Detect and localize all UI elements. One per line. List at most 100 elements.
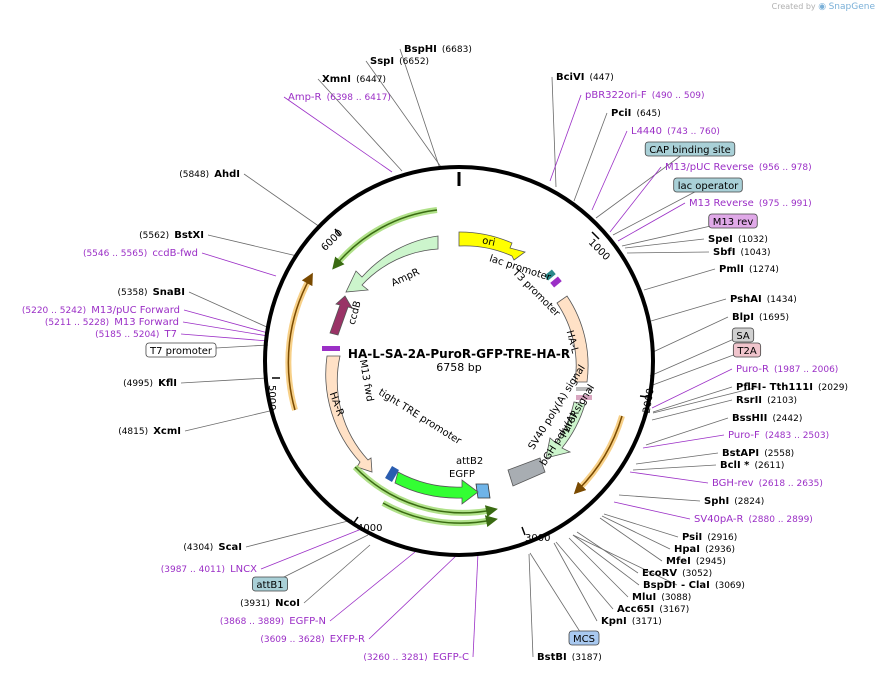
leader-bstxi xyxy=(207,234,298,257)
leader-lines xyxy=(180,48,759,658)
enzyme-pshai: PshAI (1434) xyxy=(730,287,797,306)
leader-sv40pa-r xyxy=(613,501,691,520)
leader-pflfi xyxy=(652,386,733,413)
leader-acc65i xyxy=(555,541,614,610)
leader-pmli xyxy=(643,268,716,291)
primer-exfp-r: (3609 .. 3628) EXFP-R xyxy=(260,627,365,646)
feature-box-mcs: MCS xyxy=(573,634,595,645)
feature-puror xyxy=(545,401,586,459)
tick-1000: 1000 xyxy=(586,237,612,263)
leader-bsphi xyxy=(399,48,440,167)
enzyme-scai: (4304) ScaI xyxy=(183,535,242,554)
leader-l4440 xyxy=(591,130,628,211)
enzyme-rsrii: RsrII (2103) xyxy=(736,388,797,407)
feature-box-bg-t2a xyxy=(732,342,762,358)
leader-mfei xyxy=(599,517,663,562)
enzyme-bsshii: BssHII (2442) xyxy=(732,406,802,425)
primer-l4440: L4440 (743 .. 760) xyxy=(631,119,720,138)
enzyme-hpai: HpaI (2936) xyxy=(674,537,735,556)
enzyme-pmli: PmlI (1274) xyxy=(719,257,779,276)
primer-pbr322ori-f: pBR322ori-F (490 .. 509) xyxy=(585,83,705,102)
enzyme-mlui: MluI (3088) xyxy=(632,585,691,604)
leader-lncx xyxy=(260,527,365,570)
feature-ampr xyxy=(345,235,439,293)
enzyme-pflfi: PflFI xyxy=(736,382,761,393)
leader-amp-r xyxy=(283,96,393,173)
enzyme-ncoi: (3931) NcoI xyxy=(240,591,300,610)
primer-t7: (5185 .. 5204) T7 xyxy=(95,322,177,341)
leader-egfp-c xyxy=(472,552,479,658)
label-tight-tre: tight TRE promoter xyxy=(376,387,464,447)
leader-t7 xyxy=(180,333,269,342)
enzyme-bsphi: BspHI (6683) xyxy=(404,37,472,56)
feature-box-bg-sa xyxy=(731,327,755,343)
leader-cap-binding-site xyxy=(595,148,691,219)
scale-ticks xyxy=(272,228,649,536)
label-ori: ori xyxy=(481,235,496,248)
feature-ha-r xyxy=(325,355,373,473)
leader-m13-puc-reverse xyxy=(609,166,662,233)
enzyme-acc65i: Acc65I (3167) xyxy=(617,597,689,616)
leader-bcivi xyxy=(551,76,557,188)
plasmid-length: 6758 bp xyxy=(436,361,481,374)
leader-sbfi xyxy=(626,251,710,254)
credit-brand: SnapGene xyxy=(828,2,875,12)
primer-ccdb-fwd: (5546 .. 5565) ccdB-fwd xyxy=(83,241,198,260)
primer-lncx: (3987 .. 4011) LNCX xyxy=(161,557,257,576)
enzyme-kfli: (4995) KflI xyxy=(123,371,177,390)
site-labels: BspHI (6683)SspI (6652)XmnI (6447)Amp-R … xyxy=(22,37,848,664)
leader-xcmi xyxy=(184,409,275,432)
leader-xmni xyxy=(317,78,403,172)
primer-m13-puc-reverse: M13/pUC Reverse (956 .. 978) xyxy=(665,155,812,174)
enzyme-bstbi: BstBI (3187) xyxy=(537,645,602,664)
feature-box-cap-binding-site: CAP binding site xyxy=(649,145,731,156)
primer-m13-forward: (5211 .. 5228) M13 Forward xyxy=(45,310,179,329)
leader-kfli xyxy=(180,377,268,384)
leader-m13-puc-forward xyxy=(183,309,269,334)
leader-mcs xyxy=(529,552,585,639)
feature-box-m13-rev: M13 rev xyxy=(713,217,754,228)
leader-hpai xyxy=(601,515,671,550)
tick-4000: 4000 xyxy=(357,523,382,534)
enzyme-sspi: SspI (6652) xyxy=(370,49,429,68)
leader-attb1 xyxy=(269,534,369,585)
enzyme-spei: SpeI (1032) xyxy=(708,227,768,246)
enzyme-xmni: XmnI (6447) xyxy=(322,67,386,86)
leader-bcli xyxy=(632,464,717,471)
leader-lac-operator xyxy=(612,184,709,236)
enzyme-bstapi: BstAPI (2558) xyxy=(722,441,794,460)
credit: Created by ◉ SnapGene xyxy=(772,2,875,12)
leader-tth111i xyxy=(652,386,759,414)
leader-spei xyxy=(624,238,705,249)
primer-egfp-n: (3868 .. 3889) EGFP-N xyxy=(220,609,326,628)
primer-puro-f: Puro-F (2483 .. 2503) xyxy=(728,423,829,442)
leader-bspdi xyxy=(572,534,640,586)
feature-box-bg-cap-binding-site xyxy=(644,141,736,157)
primer-m13-reverse: M13 Reverse (975 .. 991) xyxy=(689,191,812,210)
leader-snabi xyxy=(188,291,270,329)
leader-sphi xyxy=(618,494,701,502)
enzyme-psii: PsiI (2916) xyxy=(682,525,737,544)
label-m13-fwd: M13 fwd xyxy=(357,359,375,403)
leader-exfp-r xyxy=(368,553,459,640)
feature-box-t7-promoter: T7 promoter xyxy=(149,346,213,357)
primer-m13-puc-forward: (5220 .. 5242) M13/pUC Forward xyxy=(22,298,180,317)
label-egfp: EGFP xyxy=(449,469,475,480)
enzyme-bcli: BclI * (2611) xyxy=(720,453,784,472)
ha-r-direction-arc xyxy=(287,272,313,411)
enzyme-sbfi: SbfI (1043) xyxy=(713,240,770,259)
enzyme-ahdi: (5848) AhdI xyxy=(179,162,240,181)
feature-box-bg-attb1 xyxy=(251,576,289,592)
primer-bgh-rev: BGH-rev (2618 .. 2635) xyxy=(712,471,823,490)
feature-attb2-block xyxy=(475,483,491,499)
enzyme-bstxi: (5562) BstXI xyxy=(139,223,204,242)
tick-5000: 5000 xyxy=(266,385,277,410)
enzyme-tth111i: - Tth111I (2029) xyxy=(762,375,848,394)
leader-bsshii xyxy=(645,417,729,446)
leader-puro-f xyxy=(642,434,725,449)
enzyme-sphi: SphI (2824) xyxy=(704,489,764,508)
ampr-direction-arc xyxy=(332,209,438,270)
enzyme-ecorv: EcoRV (3052) xyxy=(642,561,712,580)
leader-ccdb-fwd xyxy=(201,252,277,277)
egfp-direction-arc-1 xyxy=(354,466,498,518)
